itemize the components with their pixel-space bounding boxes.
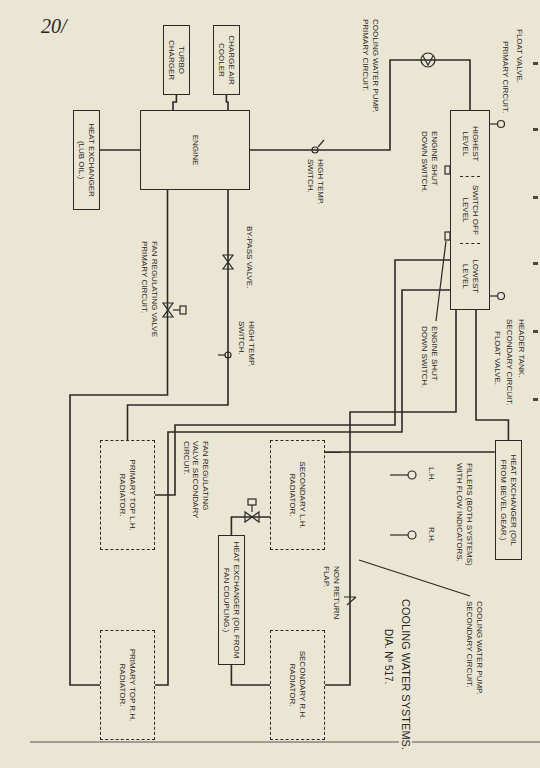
filler-symbol [390,534,408,535]
heat-exchanger: HEAT EXCHANGER (OIL FROM FAN COUPLING.) [218,535,245,665]
header-tank: HIGHEST LEVELSWITCH OFF LEVELLOWEST LEVE… [450,110,490,310]
fan-valve-symbol [248,499,256,505]
diagram-number: DIA. Nº 517. [382,628,394,685]
node-text: HEAT EXCHANGER (OIL FROM FAN COUPLING.) [222,541,241,659]
part-label: ENGINE SHUT DOWN SWITCH. [420,325,439,405]
radiator-box: SECONDARY R.H. RADIATOR. [270,630,325,740]
node-text: PRIMARY TOP R.H. RADIATOR. [118,636,137,734]
node-text: SECONDARY L.H. RADIATOR. [288,446,307,544]
part-label: SECONDARY CIRCUIT. [504,318,514,406]
fan-valve-symbol [251,505,252,512]
node-text: HEAT EXCHANGER (OIL FROM BEVEL GEAR.) [499,446,518,554]
filler-symbol [390,474,408,475]
pipe-line [70,190,168,685]
part-label: HIGH TEMP. SWITCH. [237,320,256,387]
page-number: 20/ [40,14,68,38]
punch-marks [533,62,538,401]
node-text: TURBO CHARGER [167,31,186,89]
part-label: FLOAT VALVE. [514,28,524,84]
radiator-box: PRIMARY TOP L.H. RADIATOR. [100,440,155,550]
node-text: LOWEST LEVEL [460,243,479,309]
node-text: HEAT EXCHANGER (LUB OIL.) [77,116,96,204]
pipe-line [231,517,270,535]
part-label: FAN REGULATING VALVE PRIMARY CIRCUIT. [140,240,159,372]
radiator-box: PRIMARY TOP R.H. RADIATOR. [100,630,155,740]
radiator-box: SECONDARY L.H. RADIATOR. [270,440,325,550]
fan-valve-symbol [180,306,186,314]
float-valve-symbol [498,121,505,128]
part-label: COOLING WATER PUMP. PRIMARY CIRCUIT. [361,18,380,115]
pipe-line [325,310,456,685]
float-valve-symbol [490,295,497,296]
engine-block: ENGINE [140,110,250,190]
part-label: FLOAT VALVE. [492,330,502,386]
fan-valve-symbol [173,309,180,310]
node-text: PRIMARY TOP L.H. RADIATOR. [118,446,137,544]
node-text: SECONDARY R.H. RADIATOR. [288,636,307,734]
heat-exchanger: HEAT EXCHANGER (OIL FROM BEVEL GEAR.) [495,440,522,560]
part-label: HIGH TEMP. SWITCH. [306,158,325,220]
part-label: NON RETURN FLAP. [322,565,341,627]
temp-switch-symbol [318,140,324,147]
leader-line [436,241,446,321]
float-valve-symbol [490,123,497,124]
side-label: R.H. [426,526,436,544]
part-label: ENGINE SHUT DOWN SWITCH. [420,130,439,212]
filler-symbol [408,471,416,479]
part-label: BY-PASS VALVE. [244,225,254,289]
node-text: HIGHEST LEVEL [460,111,479,176]
page-rule [30,742,540,743]
pipe-line [226,95,228,110]
node-text: SWITCH OFF LEVEL [460,176,479,242]
node-text: ENGINE [190,135,200,166]
part-label: HEADER TANK. [516,318,526,378]
temp-switch-symbol [218,354,225,355]
leader-line [359,560,470,596]
filler-symbol [408,531,416,539]
charge-air-cooler: CHARGE AIR COOLER [213,25,240,95]
pipe-line [231,665,270,685]
part-label: PRIMARY CIRCUIT. [500,40,510,114]
part-label: FILLERS (BOTH SYSTEMS) WITH FLOW INDICAT… [455,462,474,579]
pipe-line [173,95,176,110]
part-label: COOLING WATER PUMP. SECONDARY CIRCUIT. [465,600,484,727]
side-label: L.H. [426,466,436,483]
pipe-line [100,149,140,151]
turbo-charger: TURBO CHARGER [163,25,190,95]
part-label: FAN REGULATING VALVE SECONDARY CIRCUIT. [181,440,210,534]
float-valve-symbol [498,293,505,300]
diagram-title: COOLING WATER SYSTEMS. [399,598,412,751]
heat-exchanger: HEAT EXCHANGER (LUB OIL.) [73,110,100,210]
node-text: CHARGE AIR COOLER [217,31,236,89]
pipe-line [128,190,229,440]
